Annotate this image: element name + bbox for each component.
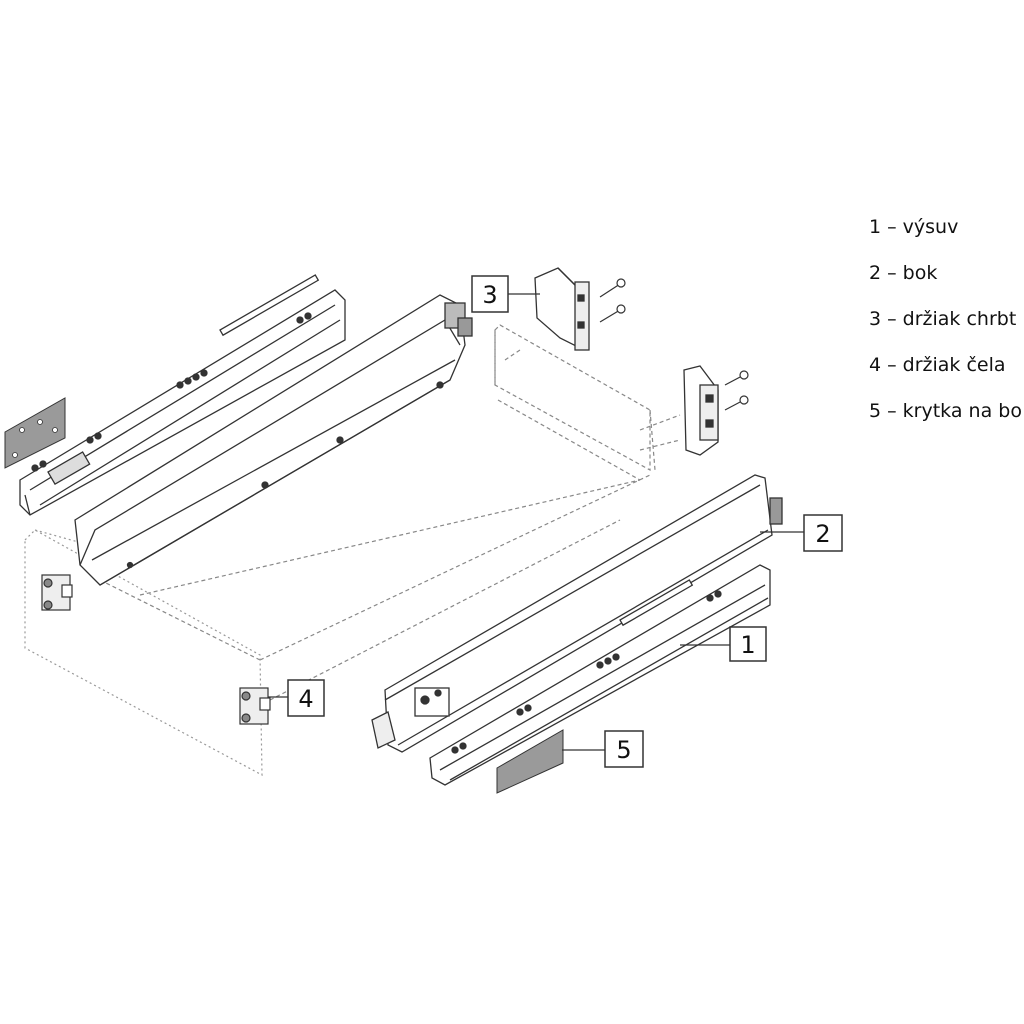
screw-icon bbox=[724, 370, 749, 411]
callout-5-label: 5 bbox=[616, 736, 631, 764]
front-holder-left-bottom bbox=[239, 687, 271, 725]
front-panel bbox=[24, 529, 263, 777]
callout-4: 4 bbox=[268, 679, 325, 717]
legend-item-5: 5 – krytka na bo bbox=[869, 400, 1022, 422]
callout-2: 2 bbox=[760, 514, 843, 552]
back-holder-bracket bbox=[534, 267, 590, 351]
left-runner bbox=[19, 274, 346, 516]
callout-3: 3 bbox=[471, 275, 540, 313]
parts-legend: 1 – výsuv 2 – bok 3 – držiak chrbt 4 – d… bbox=[869, 214, 1024, 444]
left-cover-plate bbox=[4, 397, 66, 469]
legend-item-4: 4 – držiak čela bbox=[869, 354, 1006, 376]
right-cover-plate bbox=[496, 729, 564, 794]
callout-1-label: 1 bbox=[740, 631, 755, 659]
legend-item-2: 2 – bok bbox=[869, 262, 938, 284]
front-holder-left-top bbox=[41, 574, 73, 611]
callout-3-label: 3 bbox=[482, 281, 497, 309]
callout-4-label: 4 bbox=[298, 685, 313, 713]
front-holder-bracket-upper bbox=[683, 365, 719, 456]
callout-1: 1 bbox=[680, 626, 767, 662]
callout-2-label: 2 bbox=[815, 520, 830, 548]
screw-icon bbox=[599, 278, 626, 323]
right-runner bbox=[429, 564, 771, 786]
left-side-panel bbox=[74, 294, 473, 586]
drawer-outline-dashed bbox=[99, 324, 681, 701]
right-side-panel bbox=[371, 474, 783, 753]
legend-item-1: 1 – výsuv bbox=[869, 216, 959, 238]
legend-item-3: 3 – držiak chrbt bbox=[869, 308, 1017, 330]
callout-5: 5 bbox=[562, 730, 644, 768]
